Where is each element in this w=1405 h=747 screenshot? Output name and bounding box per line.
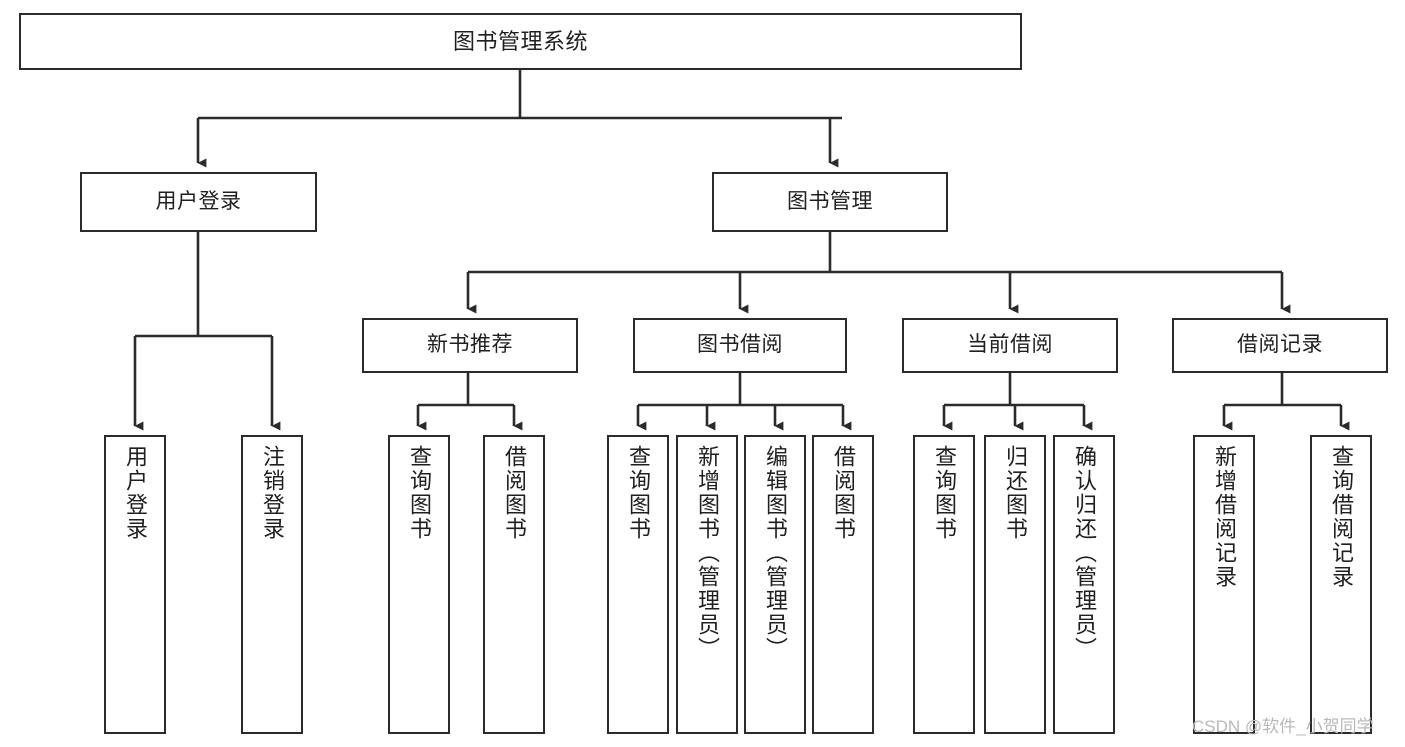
node-leaf-borrow-book-rec[interactable]: 借阅图书 (483, 435, 545, 734)
node-leaf-add-record[interactable]: 新增借阅记录 (1193, 435, 1255, 734)
node-leaf-query-book-borrow-label: 查询图书 (626, 445, 651, 541)
node-book-borrow-label: 图书借阅 (697, 333, 783, 357)
node-leaf-query-book-cur-label: 查询图书 (932, 445, 957, 541)
node-book-manage[interactable]: 图书管理 (712, 172, 948, 232)
node-leaf-borrow-book-rec-label: 借阅图书 (502, 445, 527, 541)
node-leaf-user-logout[interactable]: 注销登录 (241, 435, 303, 734)
node-leaf-query-record[interactable]: 查询借阅记录 (1310, 435, 1372, 734)
node-leaf-add-book[interactable]: 新增图书（管理员） (676, 435, 738, 734)
node-leaf-confirm-return-label: 确认归还（管理员） (1072, 445, 1097, 661)
node-leaf-confirm-return[interactable]: 确认归还（管理员） (1053, 435, 1115, 734)
node-book-borrow[interactable]: 图书借阅 (633, 318, 847, 373)
node-leaf-add-record-label: 新增借阅记录 (1212, 445, 1237, 589)
node-leaf-user-login[interactable]: 用户登录 (104, 435, 166, 734)
node-user-login-label: 用户登录 (155, 189, 242, 213)
node-leaf-query-book-rec[interactable]: 查询图书 (388, 435, 450, 734)
node-leaf-add-book-label: 新增图书（管理员） (695, 445, 720, 661)
node-leaf-query-book-rec-label: 查询图书 (407, 445, 432, 541)
node-leaf-user-logout-label: 注销登录 (260, 445, 285, 541)
node-borrow-record-label: 借阅记录 (1237, 333, 1323, 357)
node-root[interactable]: 图书管理系统 (19, 13, 1022, 70)
node-borrow-record[interactable]: 借阅记录 (1172, 318, 1388, 373)
node-book-manage-label: 图书管理 (787, 189, 873, 213)
csdn-watermark: CSDN @软件_小贺同学 (1192, 717, 1374, 736)
node-leaf-borrow-book-label: 借阅图书 (831, 445, 856, 541)
node-new-book-recommend[interactable]: 新书推荐 (362, 318, 578, 373)
node-user-login[interactable]: 用户登录 (80, 172, 317, 232)
node-leaf-borrow-book[interactable]: 借阅图书 (812, 435, 874, 734)
node-leaf-return-book[interactable]: 归还图书 (984, 435, 1046, 734)
node-new-book-recommend-label: 新书推荐 (427, 333, 513, 357)
node-leaf-query-record-label: 查询借阅记录 (1329, 445, 1354, 589)
node-leaf-query-book-cur[interactable]: 查询图书 (913, 435, 975, 734)
node-leaf-user-login-label: 用户登录 (123, 445, 148, 541)
node-leaf-edit-book-label: 编辑图书（管理员） (763, 445, 788, 661)
node-leaf-query-book-borrow[interactable]: 查询图书 (607, 435, 669, 734)
node-root-label: 图书管理系统 (452, 28, 588, 54)
node-leaf-edit-book[interactable]: 编辑图书（管理员） (744, 435, 806, 734)
node-leaf-return-book-label: 归还图书 (1003, 445, 1028, 541)
node-current-borrow-label: 当前借阅 (967, 333, 1053, 357)
node-current-borrow[interactable]: 当前借阅 (902, 318, 1118, 373)
